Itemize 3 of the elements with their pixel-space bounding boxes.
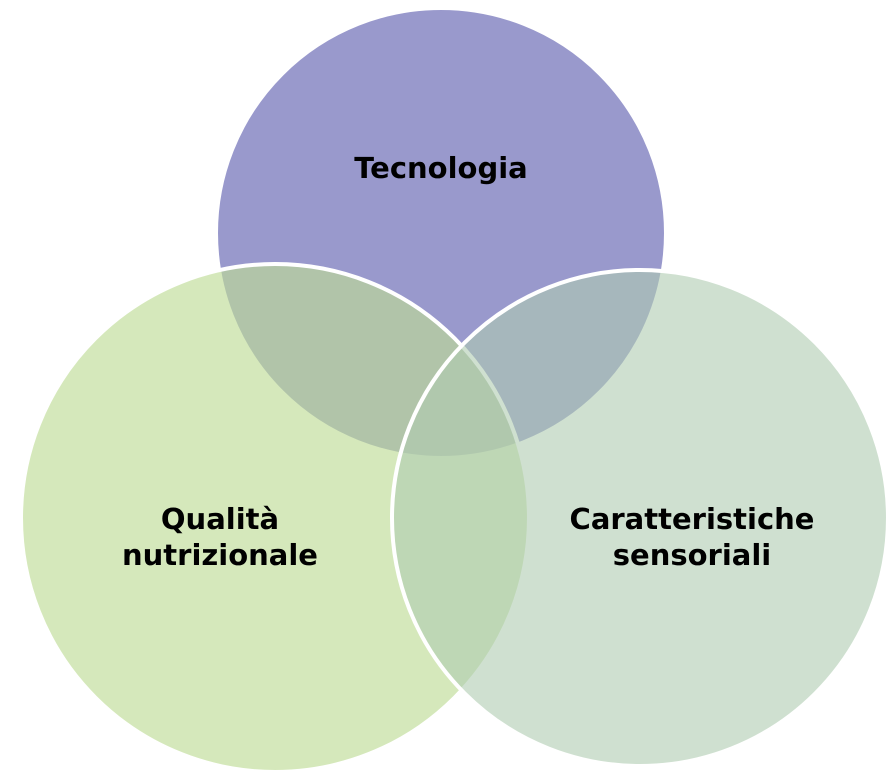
circle-label: Caratteristiche sensoriali: [568, 501, 816, 573]
circle-label: Tecnologia: [353, 150, 529, 186]
circle-label: Qualità nutrizionale: [121, 501, 319, 573]
